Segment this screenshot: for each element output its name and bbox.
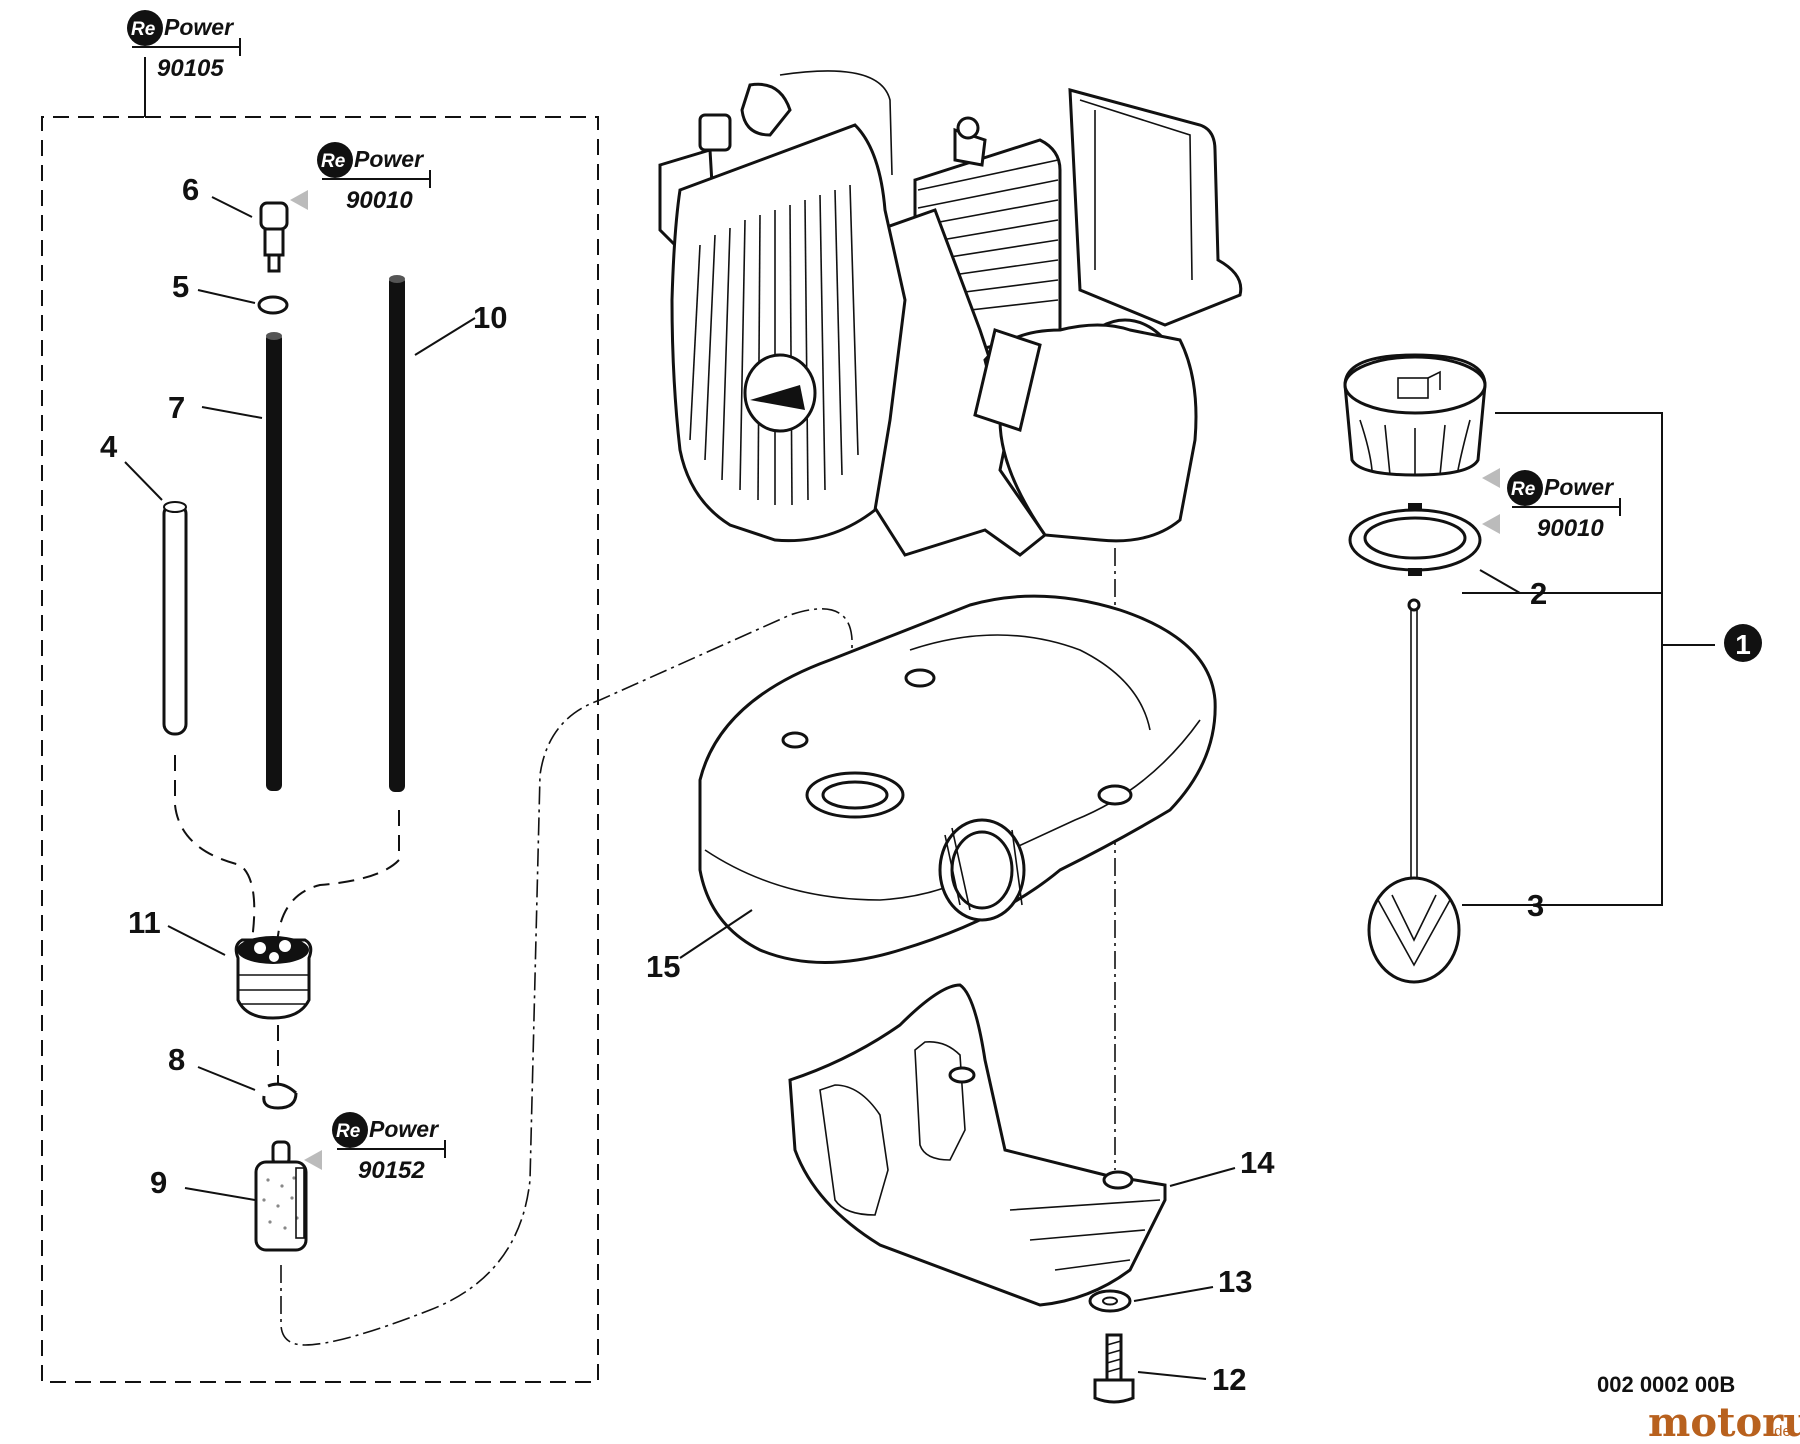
svg-text:Re: Re <box>131 19 156 40</box>
callout-5: 5 <box>172 269 189 304</box>
watermark-tld: .de <box>1770 1423 1791 1440</box>
part-6-fuel-inlet-fitting <box>259 201 289 273</box>
part-2-cap-gasket <box>1348 503 1482 576</box>
callout-3: 3 <box>1527 888 1544 923</box>
callout-10: 10 <box>473 300 507 335</box>
part-11-grommet <box>234 936 313 1020</box>
svg-text:Power: Power <box>1544 474 1614 500</box>
svg-text:Power: Power <box>164 14 234 40</box>
callout-12: 12 <box>1212 1362 1246 1397</box>
svg-text:Re: Re <box>321 151 346 172</box>
part-9-fuel-filter <box>254 1140 308 1252</box>
svg-text:90105: 90105 <box>157 55 224 82</box>
callout-14: 14 <box>1240 1145 1275 1180</box>
watermark-name: motoruf <box>1648 1399 1800 1444</box>
part-5-clip <box>257 295 289 315</box>
callout-15: 15 <box>646 949 680 984</box>
callout-1: 1 <box>1735 629 1751 660</box>
pointer-arrow <box>290 190 308 210</box>
repower-badge-90010-filler: Re Power 90010 <box>290 142 431 214</box>
callout-6: 6 <box>182 172 199 207</box>
callout-8: 8 <box>168 1042 185 1077</box>
leader-lines <box>124 196 1521 1380</box>
callout-11: 11 <box>128 905 161 940</box>
svg-text:Re: Re <box>336 1121 361 1142</box>
svg-text:90010: 90010 <box>346 187 413 214</box>
svg-text:Re: Re <box>1511 479 1536 500</box>
part-15-fuel-tank <box>698 594 1217 964</box>
part-14-tank-guard <box>788 983 1167 1307</box>
pointer-arrow <box>304 1150 322 1170</box>
callout-7: 7 <box>168 390 185 425</box>
cap-assembly-bracket <box>1462 412 1715 906</box>
pointer-arrow <box>1482 514 1500 534</box>
line-connector <box>276 810 400 946</box>
part-7-fuel-line <box>266 332 282 791</box>
engine-assembly <box>658 70 1243 557</box>
part-10-fuel-line <box>389 275 405 792</box>
callout-1-marker: 1 <box>1724 624 1762 662</box>
svg-text:90152: 90152 <box>358 1157 425 1184</box>
document-number: 002 0002 00B <box>1597 1372 1735 1397</box>
kit-boundary <box>41 57 599 1383</box>
svg-text:Power: Power <box>354 146 424 172</box>
callout-13: 13 <box>1218 1264 1252 1299</box>
part-4-vent-tube <box>162 501 188 736</box>
callout-2: 2 <box>1530 576 1547 611</box>
part-12-screw <box>1093 1333 1135 1404</box>
pointer-arrow <box>1482 468 1500 488</box>
part-13-washer <box>1088 1289 1132 1313</box>
repower-badge-90010-cap: Re Power 90010 <box>1482 468 1621 542</box>
repower-badge-90152: Re Power 90152 <box>304 1112 446 1184</box>
line-connector <box>174 755 256 941</box>
callout-4: 4 <box>100 429 118 464</box>
callout-9: 9 <box>150 1165 167 1200</box>
part-3-strainer <box>1367 598 1461 984</box>
svg-text:Power: Power <box>369 1116 439 1142</box>
fuel-cap <box>1343 353 1487 477</box>
repower-badge-90105: Re Power 90105 <box>127 10 241 82</box>
part-8-clip <box>262 1082 298 1110</box>
hose-routing <box>280 608 853 1346</box>
svg-text:90010: 90010 <box>1537 515 1604 542</box>
